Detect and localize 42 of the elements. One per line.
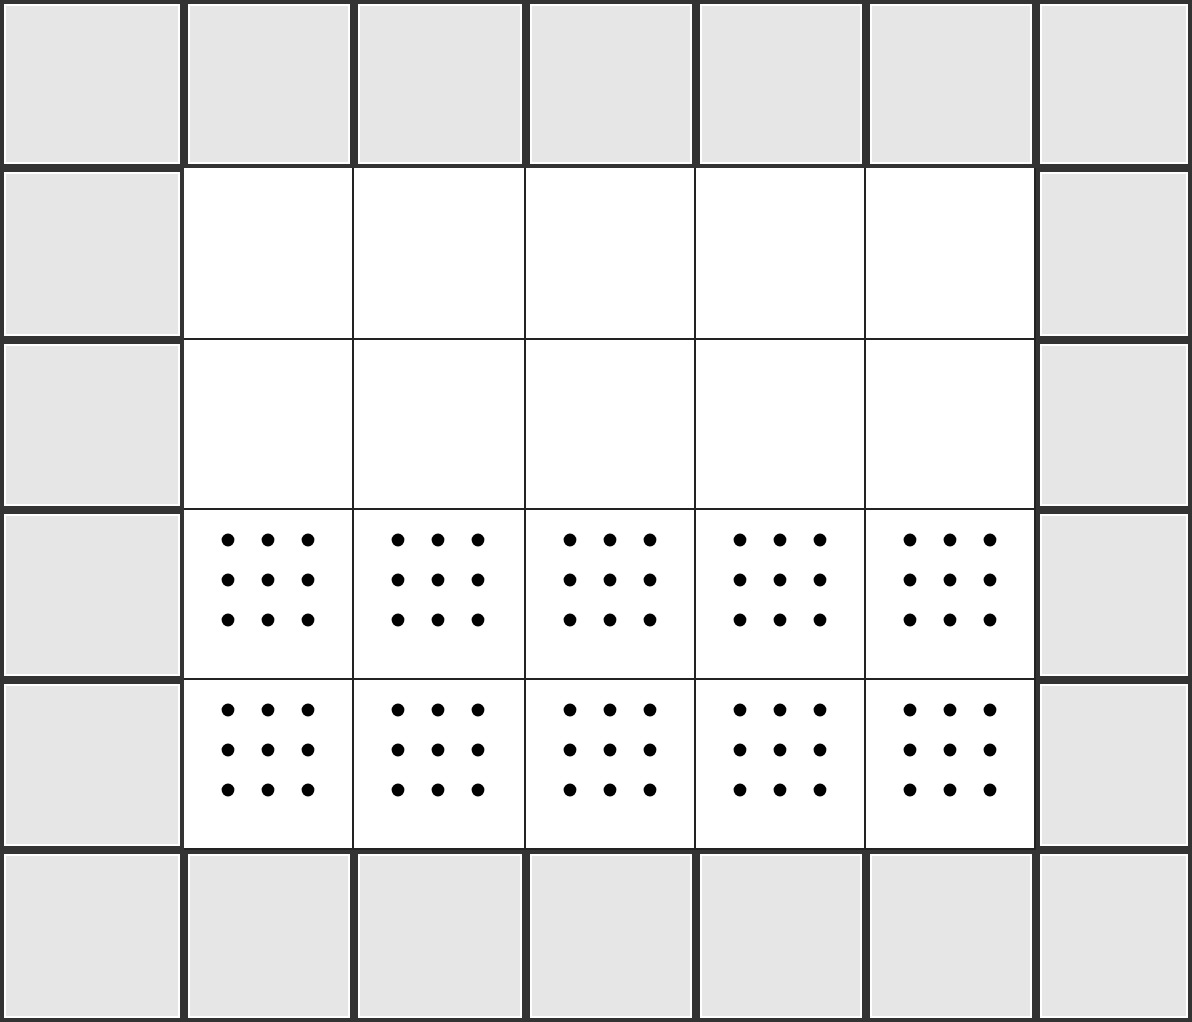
- grid-square: [696, 340, 866, 510]
- shaded-grid-square: [1036, 850, 1192, 1022]
- grid-square: [526, 510, 696, 680]
- shaded-grid-square: [696, 850, 866, 1022]
- shaded-grid-square: [184, 0, 354, 168]
- grid-square: [354, 340, 526, 510]
- shaded-grid-square: [1036, 510, 1192, 680]
- shaded-grid-square: [0, 168, 184, 340]
- shaded-grid-square: [354, 0, 526, 168]
- shaded-grid-square: [696, 0, 866, 168]
- grid-square: [866, 168, 1036, 340]
- shaded-grid-square: [0, 0, 184, 168]
- shaded-grid-square: [354, 850, 526, 1022]
- grid-square: [184, 340, 354, 510]
- shaded-grid-square: [1036, 168, 1192, 340]
- shaded-grid-square: [1036, 340, 1192, 510]
- shaded-grid-square: [0, 340, 184, 510]
- shaded-grid-square: [0, 680, 184, 850]
- grid-square: [354, 510, 526, 680]
- grid-square: [184, 680, 354, 850]
- shaded-grid-square: [184, 850, 354, 1022]
- grid-square: [526, 340, 696, 510]
- shaded-grid-square: [526, 850, 696, 1022]
- grid-square: [354, 680, 526, 850]
- shaded-grid-square: [526, 0, 696, 168]
- shaded-grid-square: [1036, 0, 1192, 168]
- grid-square: [526, 168, 696, 340]
- shaded-grid-square: [866, 850, 1036, 1022]
- grid-square: [696, 680, 866, 850]
- grid-square: [866, 680, 1036, 850]
- grid-square: [866, 510, 1036, 680]
- grid-square: [184, 510, 354, 680]
- grid-square: [354, 168, 526, 340]
- grid-square: [184, 168, 354, 340]
- shaded-grid-square: [1036, 680, 1192, 850]
- grid-square: [526, 680, 696, 850]
- grid-square: [866, 340, 1036, 510]
- shaded-grid-square: [0, 850, 184, 1022]
- grid-square: [696, 510, 866, 680]
- shaded-grid-square: [0, 510, 184, 680]
- shaded-grid-square: [866, 0, 1036, 168]
- grid-square: [696, 168, 866, 340]
